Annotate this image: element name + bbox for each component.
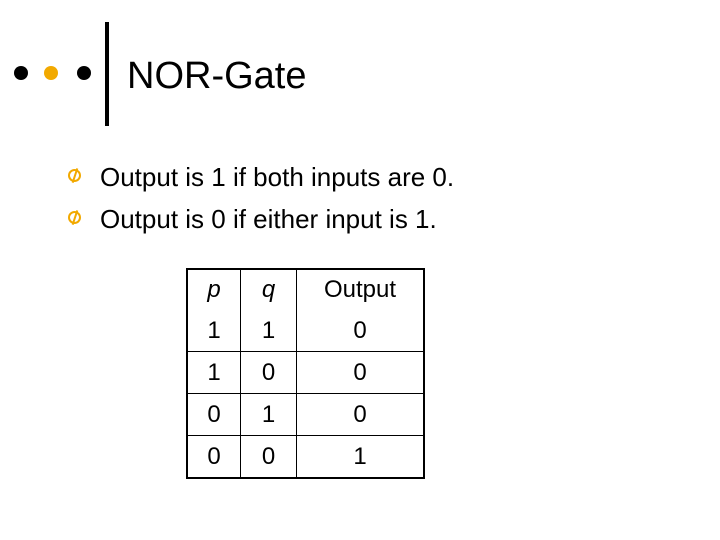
bullet-text: Output is 0 if either input is 1. [100,204,437,234]
cell-q: 1 [240,393,297,436]
bullet-item: Output is 1 if both inputs are 0. [64,156,454,198]
cell-p: 0 [186,435,241,479]
slide-title: NOR-Gate [127,55,307,97]
table-row: 1 0 0 [186,351,425,394]
bullet-list: Output is 1 if both inputs are 0. Output… [64,156,454,240]
cell-output: 0 [296,351,425,394]
cell-output: 0 [296,393,425,436]
cell-q: 1 [240,310,297,352]
cell-q: 0 [240,435,297,479]
circle-slash-icon [68,211,81,224]
cell-output: 1 [296,435,425,479]
cell-q: 0 [240,351,297,394]
table-row: 0 0 1 [186,435,425,479]
table-row: 1 1 0 [186,310,425,352]
cell-p: 1 [186,310,241,352]
header-q: q [240,268,297,310]
circle-slash-icon [68,169,81,182]
cell-output: 0 [296,310,425,352]
truth-table: p q Output 1 1 0 1 0 0 0 1 0 0 0 1 [186,268,425,479]
header-output: Output [296,268,425,310]
table-header-row: p q Output [186,268,425,310]
bullet-item: Output is 0 if either input is 1. [64,198,454,240]
title-dot-icon [44,66,58,80]
table-row: 0 1 0 [186,393,425,436]
title-dot-icon [14,66,28,80]
cell-p: 0 [186,393,241,436]
cell-p: 1 [186,351,241,394]
title-divider [105,22,109,126]
header-p: p [186,268,241,310]
bullet-text: Output is 1 if both inputs are 0. [100,162,455,192]
title-dot-icon [77,66,91,80]
